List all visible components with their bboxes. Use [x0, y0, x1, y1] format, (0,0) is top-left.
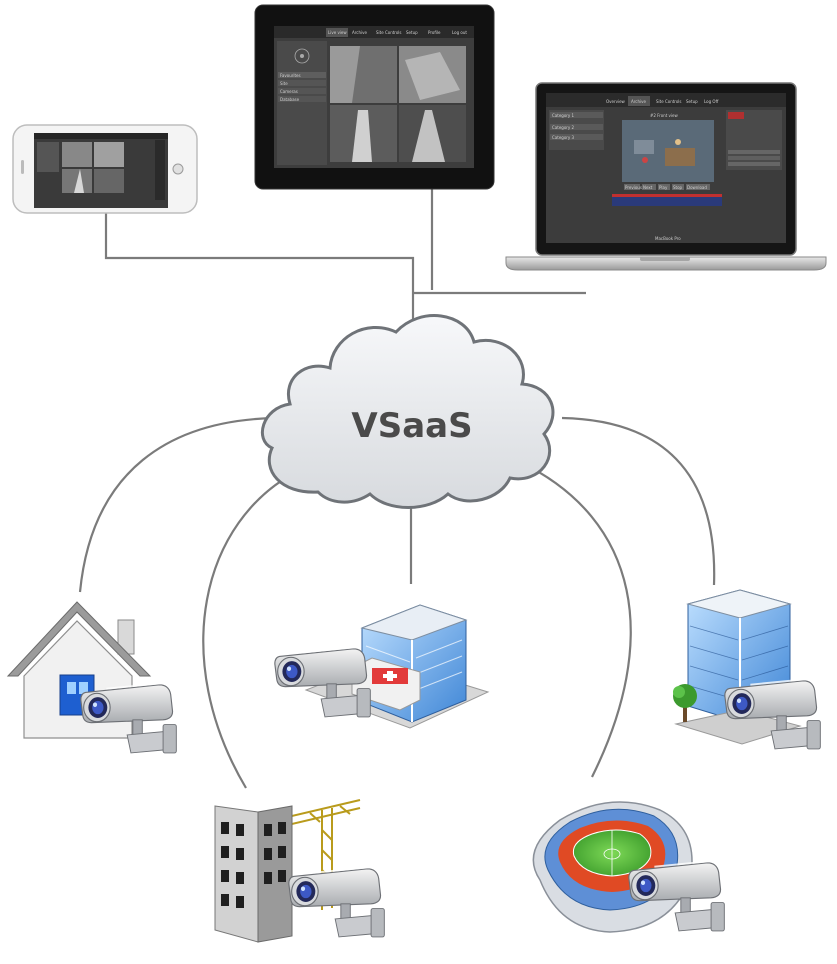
laptop: Overview Archive Site Controls Setup Log… [505, 82, 827, 271]
laptop-category[interactable]: Category 1 [552, 113, 575, 118]
previous-button[interactable] [624, 184, 640, 190]
laptop-tab-label[interactable]: Archive [631, 99, 647, 104]
tablet-sidebar-item[interactable]: Cameras [280, 89, 298, 94]
cloud-label: VSaaS [351, 406, 472, 446]
laptop-playback-controls: Previous Next Play Stop Download [624, 184, 710, 190]
construction-link [202, 469, 301, 789]
cctv-camera-icon [275, 647, 370, 717]
connection-lines [78, 188, 716, 789]
tablet-tab[interactable] [326, 28, 348, 37]
control-label: Play [659, 185, 668, 190]
laptop-category[interactable]: Category 3 [552, 135, 575, 140]
vsaas-cloud: VSaaS [260, 314, 555, 509]
laptop-tab-label[interactable]: Overview [606, 99, 626, 104]
stop-button[interactable] [672, 184, 684, 190]
laptop-category[interactable]: Category 2 [552, 125, 575, 130]
tablet-tab-label: Log out [452, 30, 467, 35]
laptop-tabs: Overview Archive Site Controls Setup Log… [606, 96, 719, 106]
phone-link [104, 213, 415, 330]
construction-site [214, 799, 384, 943]
phone-camera-feed [62, 142, 92, 167]
stadium-link [519, 461, 632, 778]
laptop-tab-label[interactable]: Log Off [704, 99, 719, 104]
tablet-sidebar [277, 41, 327, 165]
control-label: Stop [673, 185, 683, 190]
laptop-tab-label[interactable]: Setup [686, 99, 698, 104]
control-label: Previous [625, 185, 642, 190]
tablet: Live view Archive Site Controls Setup Pr… [254, 4, 495, 190]
laptop-video-title: #2 Front view [650, 113, 678, 118]
play-button[interactable] [658, 184, 670, 190]
smartphone [12, 124, 198, 214]
tablet-tab-label: Site Controls [376, 30, 402, 35]
stadium-site [532, 801, 724, 933]
tablet-tabs: Live view Archive Site Controls Setup Pr… [326, 28, 467, 37]
tablet-sidebar-item[interactable]: Site [280, 81, 288, 86]
control-label: Download [687, 185, 707, 190]
tablet-sidebar-item[interactable]: Favourites [280, 73, 301, 78]
laptop-brand: MacBook Pro [655, 236, 681, 241]
tree-icon [673, 684, 697, 722]
hospital-site [275, 604, 490, 729]
office-building-site [673, 589, 820, 749]
office-link [561, 416, 716, 586]
tablet-tab-label: Live view [328, 30, 347, 35]
tablet-sidebar-item[interactable]: Database [280, 97, 300, 102]
tablet-tab-label: Archive [352, 30, 368, 35]
tablet-camera-grid [330, 46, 466, 162]
laptop-tab-label[interactable]: Site Controls [656, 99, 682, 104]
cctv-camera-icon [289, 867, 384, 937]
tablet-ptz-control[interactable] [294, 48, 310, 64]
cctv-camera-icon [81, 683, 176, 753]
home-link [78, 416, 277, 593]
download-button[interactable] [686, 184, 710, 190]
tablet-tab-label: Profile [428, 30, 441, 35]
control-label: Next [643, 185, 653, 190]
tablet-tab-label: Setup [406, 30, 418, 35]
home-site [6, 601, 176, 753]
next-button[interactable] [642, 184, 656, 190]
